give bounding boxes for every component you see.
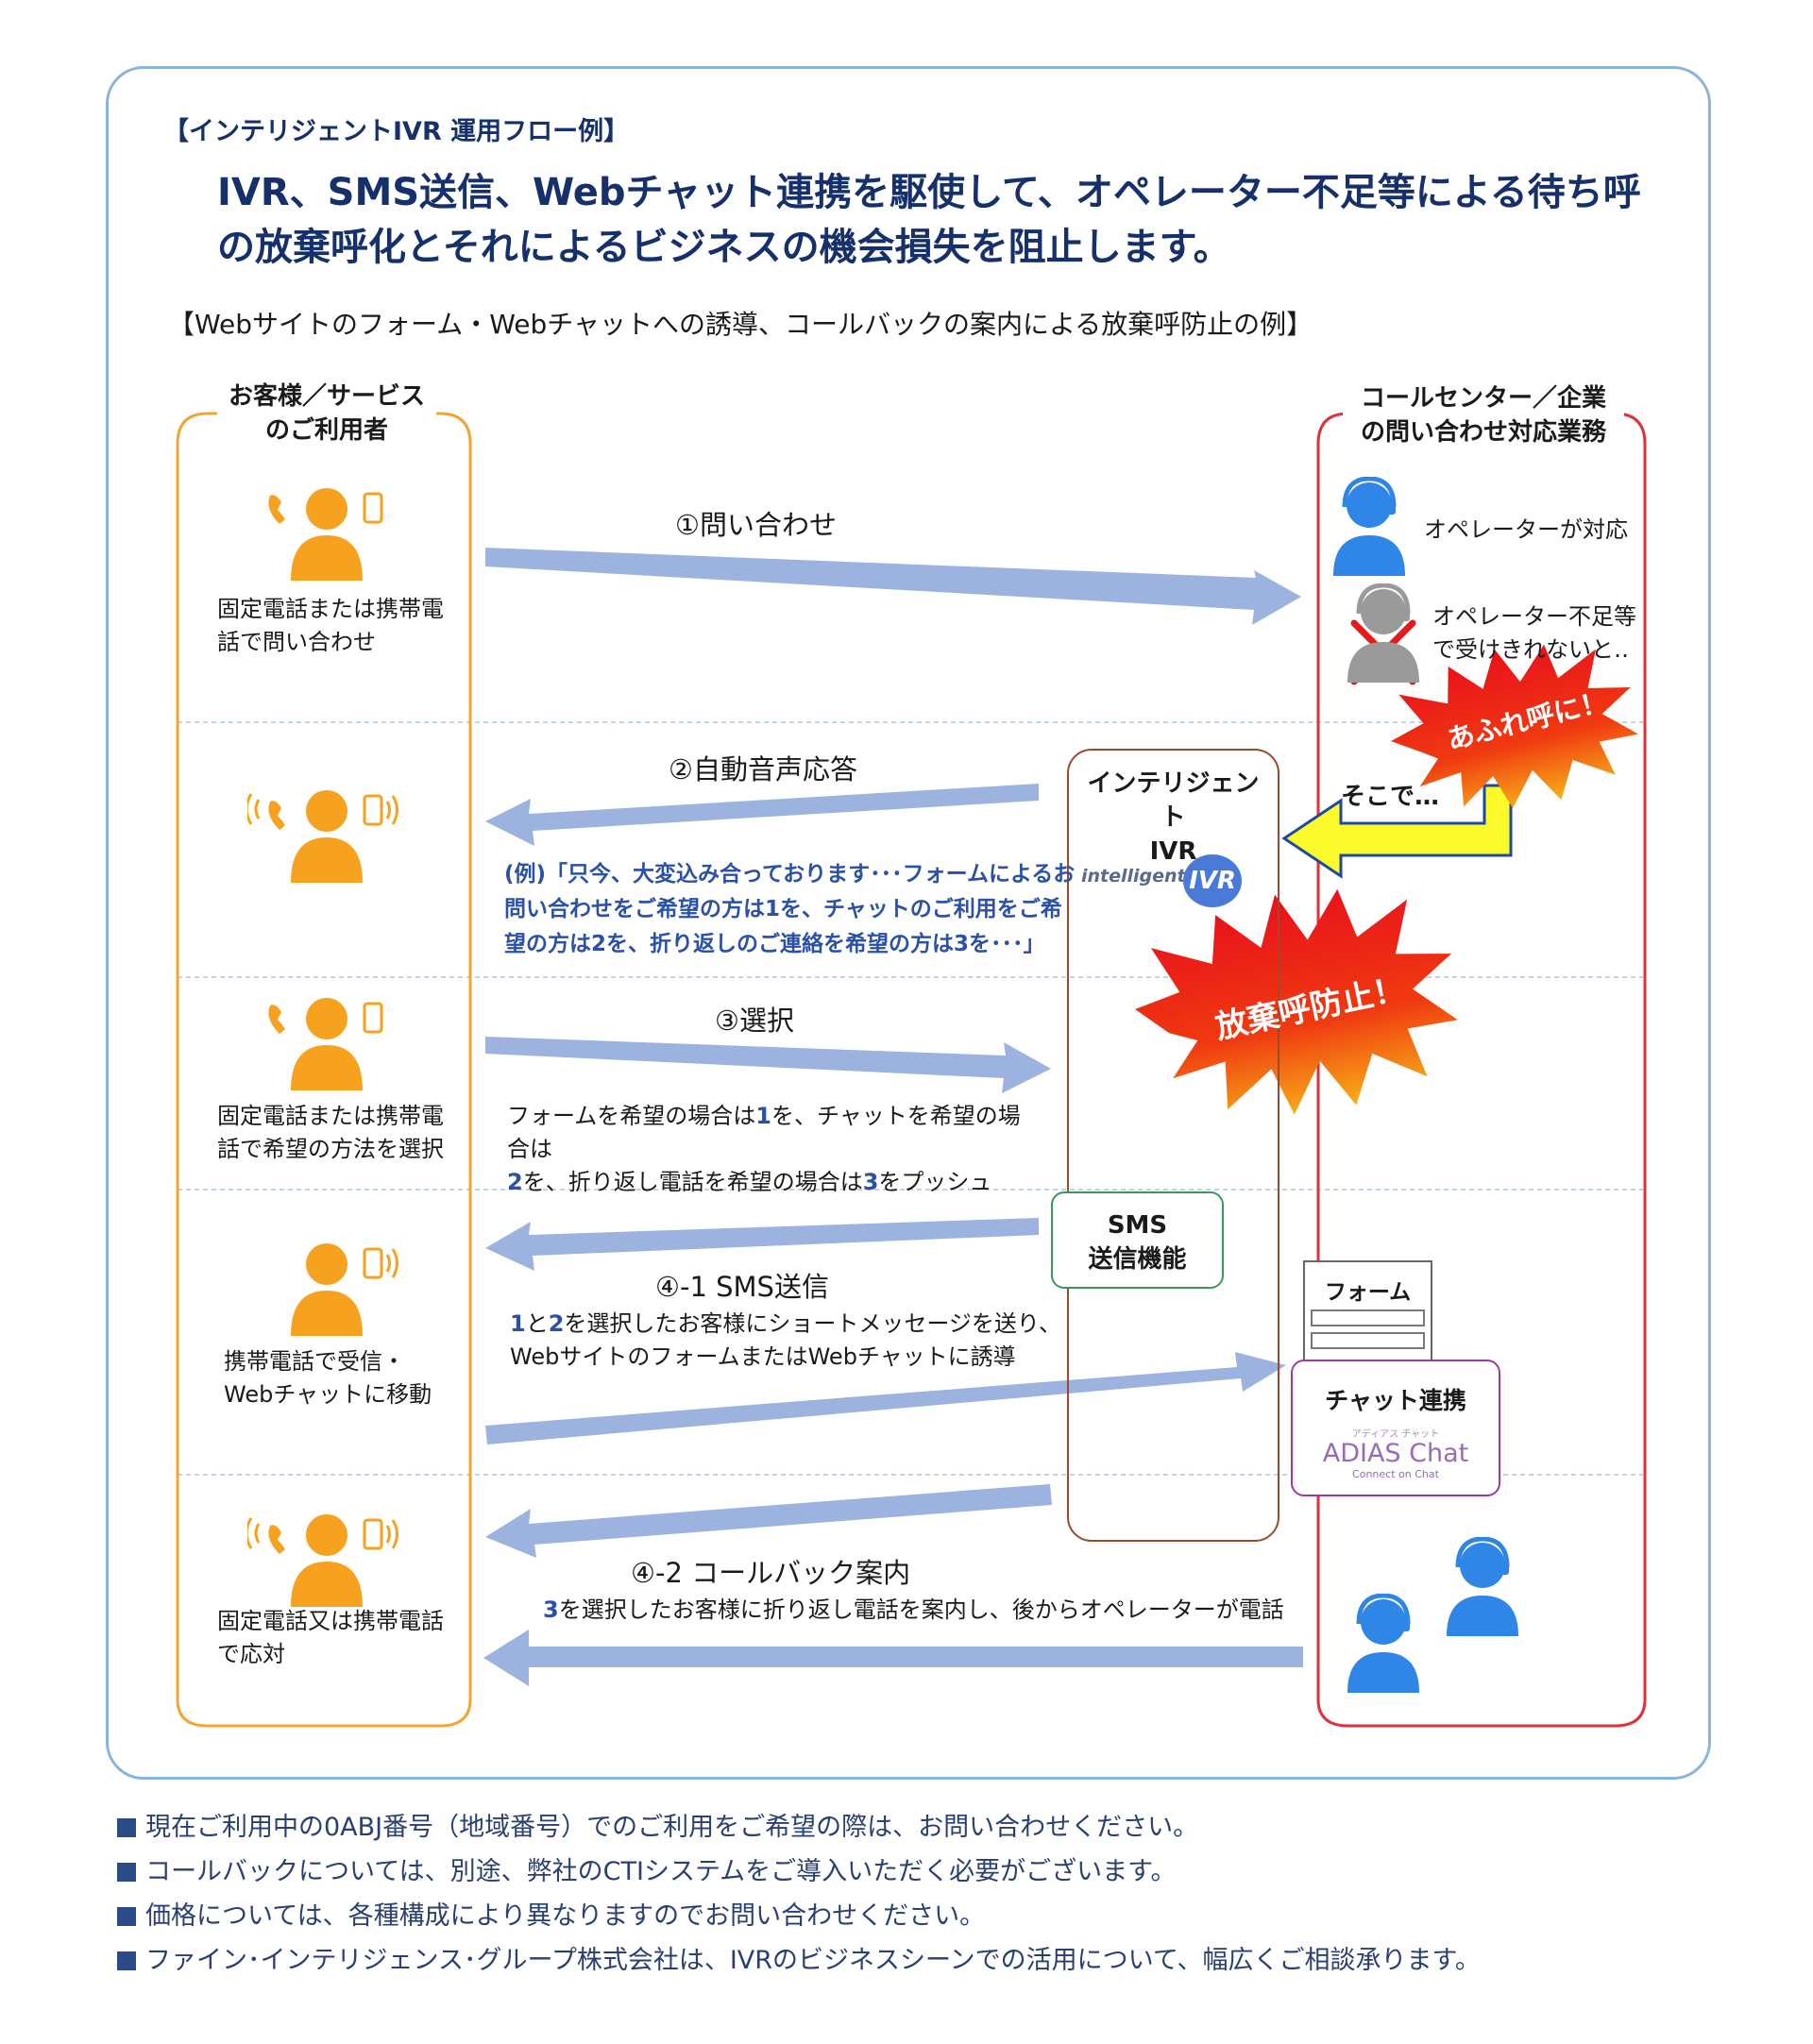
customer-row3-label: 固定電話または携帯電話で希望の方法を選択: [217, 1103, 444, 1162]
customer-phone-icon-3: [268, 998, 383, 1090]
customer-phone-icon-5: [247, 1514, 398, 1607]
step3-label: ③選択: [715, 1005, 794, 1037]
step42-label: ④-2 コールバック案内: [631, 1557, 911, 1589]
arrow-3: [485, 1037, 1051, 1093]
callcenter-header: コールセンター／企業の問い合わせ対応業務: [1343, 381, 1624, 449]
headline-line1: IVR、SMS送信、Webチャット連携を駆使して、オペレーター不足等による待ち呼: [217, 171, 1641, 214]
footer-note-4: ファイン･インテリジェンス･グループ株式会社は、IVRのビジネスシーンでの活用に…: [117, 1939, 1481, 1976]
step2-label: ②自動音声応答: [669, 753, 857, 786]
step41-label: ④-1 SMS送信: [655, 1271, 829, 1303]
headline-line2: の放棄呼化とそれによるビジネスの機会損失を阻止します。: [217, 226, 1231, 269]
overflow-burst: [1391, 644, 1638, 808]
arrow-chat: [485, 1352, 1286, 1444]
customer-mobile-icon: [291, 1243, 398, 1336]
footer-note-1: 現在ご利用中の0ABJ番号（地域番号）でのご利用をご希望の際は、お問い合わせくだ…: [117, 1806, 1198, 1843]
chat-box: チャット連携 アディアス チャット ADIAS Chat Connect on …: [1291, 1360, 1500, 1496]
footer-note-2: コールバックについては、別途、弊社のCTIシステムをご導入いただく必要がございま…: [117, 1850, 1176, 1887]
title-small: 【インテリジェントIVR 運用フロー例】: [163, 117, 630, 146]
subtitle: 【Webサイトのフォーム・Webチャットへの誘導、コールバックの案内による放棄呼…: [168, 309, 1313, 340]
arrow-1: [485, 548, 1301, 625]
customer-row4-label: 携帯電話で受信・Webチャットに移動: [224, 1348, 432, 1408]
row-separators: [178, 721, 1643, 1476]
arrow-4-2b: [483, 1630, 1303, 1686]
outer-frame: [106, 66, 1711, 1780]
customer-row1-label: 固定電話または携帯電話で問い合わせ: [217, 596, 444, 655]
yellow-arrow: [1281, 784, 1513, 879]
ivr-logo: intelligent IVR: [1081, 854, 1270, 911]
step42-description: 3を選択したお客様に折り返し電話を案内し、後からオペレーターが電話: [543, 1596, 1284, 1623]
sms-box: [1051, 1191, 1224, 1289]
arrow-4-2a: [485, 1484, 1052, 1558]
operator-icon: [1333, 477, 1405, 576]
arrow-2: [485, 784, 1039, 846]
arrow-4-1: [485, 1218, 1039, 1271]
callback-operator-icon-1: [1447, 1537, 1518, 1636]
step3-description: フォームを希望の場合は1を、チャットを希望の場合は 2を、折り返し電話を希望の場…: [507, 1103, 1021, 1195]
customer-lane: [176, 412, 472, 1728]
callcenter-lane: [1316, 412, 1647, 1728]
operator-ok-label: オペレーターが対応: [1424, 516, 1628, 543]
prevent-burst: [1135, 888, 1458, 1115]
customer-row5-label: 固定電話又は携帯電話で応対: [217, 1608, 444, 1667]
form-box: フォーム: [1303, 1260, 1432, 1364]
step1-label: ①問い合わせ: [675, 509, 837, 541]
footer-note-3: 価格については、各種構成により異なりますのでお問い合わせください。: [117, 1895, 985, 1932]
customer-phone-icon-2: [247, 790, 398, 883]
adias-chat-logo: ADIAS Chat: [1322, 1439, 1469, 1468]
ivr-panel: [1067, 749, 1279, 1542]
operator-unavailable-icon: [1347, 583, 1419, 683]
then-label: そこで…: [1341, 783, 1440, 811]
customer-header: お客様／サービスのご利用者: [217, 380, 436, 448]
operator-ng-label: オペレーター不足等で受けきれないと‥: [1432, 603, 1636, 663]
customer-phone-icon-1: [268, 488, 383, 581]
step41-description: 1と2を選択したお客様にショートメッセージを送り、 Webサイトのフォームまたは…: [510, 1310, 1061, 1370]
step2-example: (例)「只今、大変込み合っております･･･フォームによるお問い合わせをご希望の方…: [504, 862, 1076, 956]
ivr-logo-mark: IVR: [1183, 854, 1242, 907]
callback-operator-icon-2: [1347, 1594, 1419, 1693]
